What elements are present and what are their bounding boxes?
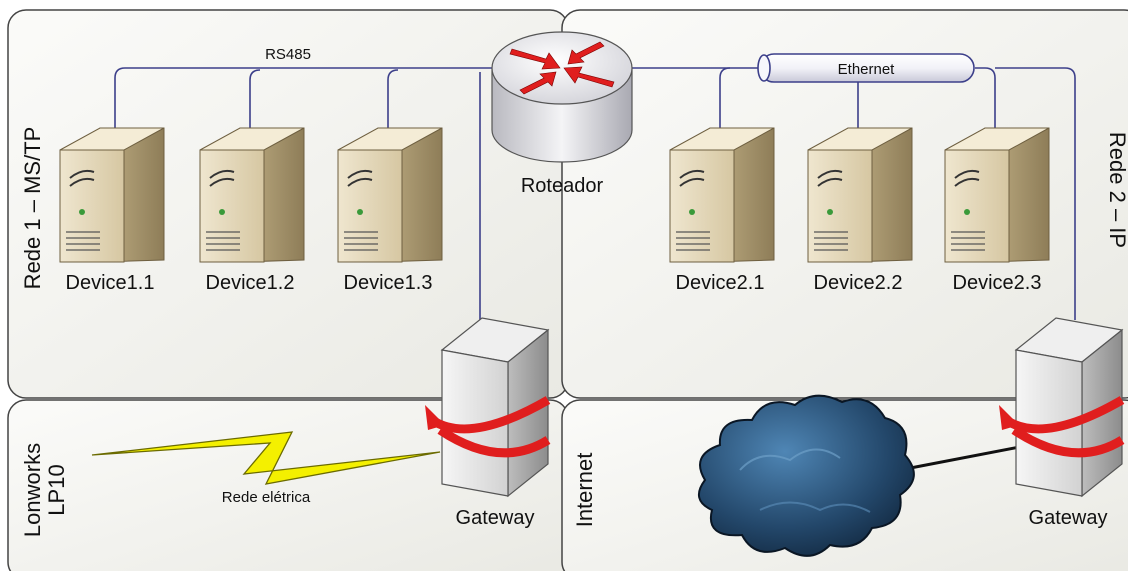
device1-3-server-icon <box>337 127 443 263</box>
device2-3-server-icon <box>944 127 1050 263</box>
region-lp10-label: LP10 <box>44 464 69 515</box>
router-icon <box>491 31 633 163</box>
power-line-bolt-icon <box>91 431 441 485</box>
internet-link <box>899 443 1031 472</box>
rs485-bus <box>114 67 495 320</box>
rs485-label: RS485 <box>265 46 311 63</box>
device1-1-label: Device1.1 <box>66 272 155 294</box>
region-lonworks-label: Lonworks <box>20 443 45 537</box>
gateway-left-icon <box>425 317 551 498</box>
region-rede2-label: Rede 2 – IP <box>1105 132 1128 248</box>
ethernet-cable <box>757 53 975 83</box>
region-rede1-label: Rede 1 – MS/TP <box>20 127 45 290</box>
gateway-right-label: Gateway <box>1029 507 1108 529</box>
device1-2-server-icon <box>199 127 305 263</box>
gateway-left-label: Gateway <box>456 507 535 529</box>
rede-eletrica-label: Rede elétrica <box>222 489 311 506</box>
gateway-right-icon <box>999 317 1125 498</box>
router-label: Roteador <box>521 175 604 197</box>
device2-1-label: Device2.1 <box>676 272 765 294</box>
device1-1-server-icon <box>59 127 165 263</box>
device2-1-server-icon <box>669 127 775 263</box>
ethernet-label: Ethernet <box>838 61 896 78</box>
device2-2-label: Device2.2 <box>814 272 903 294</box>
device2-2-server-icon <box>807 127 913 263</box>
region-internet-label: Internet <box>572 453 597 528</box>
device1-3-label: Device1.3 <box>344 272 433 294</box>
device2-3-label: Device2.3 <box>953 272 1042 294</box>
device1-2-label: Device1.2 <box>206 272 295 294</box>
internet-cloud-icon <box>697 394 915 557</box>
